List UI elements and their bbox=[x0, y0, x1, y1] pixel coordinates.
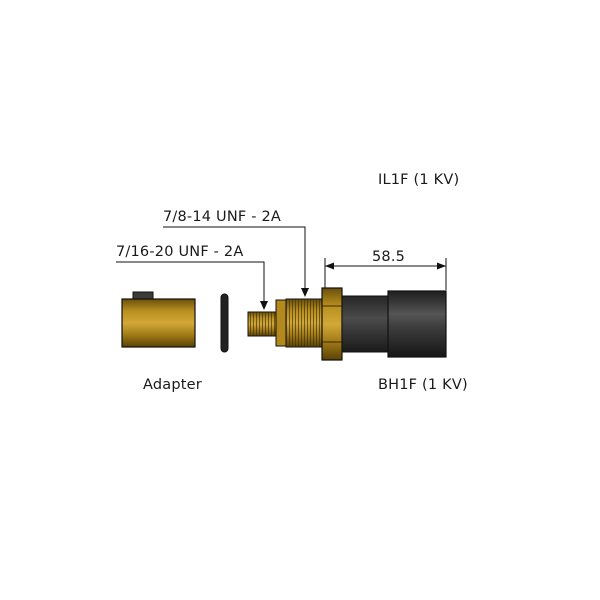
connector-body bbox=[341, 295, 391, 353]
o-ring bbox=[220, 293, 229, 353]
thread-large-callout: 7/8-14 UNF - 2A bbox=[163, 209, 309, 297]
large-thread-pattern bbox=[286, 299, 322, 347]
hex-nut bbox=[321, 287, 343, 361]
thread-small-leader bbox=[116, 261, 265, 303]
thread-large-label: 7/8-14 UNF - 2A bbox=[163, 209, 281, 225]
thread-small-arrowhead bbox=[260, 301, 268, 310]
dimension-value: 58.5 bbox=[372, 249, 405, 265]
thread-small-label: 7/16-20 UNF - 2A bbox=[116, 244, 243, 260]
thread-large-arrowhead bbox=[301, 288, 309, 297]
dimension-arrow-left bbox=[325, 262, 334, 270]
thread-large-leader bbox=[163, 226, 306, 290]
connector-boot bbox=[387, 290, 447, 358]
bh1f-connector bbox=[247, 287, 447, 361]
adapter-part bbox=[121, 291, 196, 348]
adapter-label: Adapter bbox=[143, 377, 202, 393]
top-partial-label: IL1F (1 KV) bbox=[378, 172, 459, 188]
thread-small-callout: 7/16-20 UNF - 2A bbox=[116, 244, 268, 310]
connector-label: BH1F (1 KV) bbox=[378, 377, 468, 393]
adapter-body bbox=[121, 298, 196, 348]
small-thread-pattern bbox=[248, 312, 276, 336]
dimension-arrow-right bbox=[437, 262, 446, 270]
dimension-callout: 58.5 bbox=[324, 249, 447, 290]
